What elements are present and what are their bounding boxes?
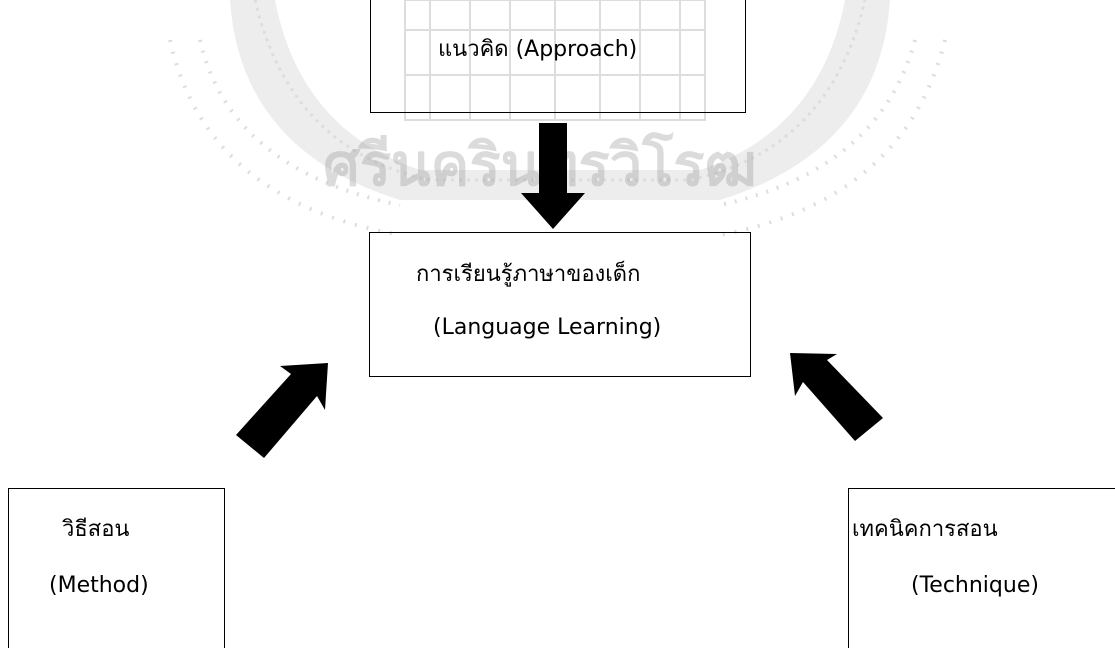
method-label-thai: วิธีสอน (62, 517, 130, 542)
language-learning-box (369, 232, 751, 377)
arrows-layer (236, 123, 883, 458)
down-arrow-icon (521, 123, 585, 229)
method-box (8, 488, 225, 648)
method-label-english: (Method) (49, 573, 149, 598)
technique-box (848, 488, 1115, 648)
approach-box (370, 0, 746, 113)
language-learning-label-english: (Language Learning) (433, 315, 662, 340)
language-learning-label-thai: การเรียนรู้ภาษาของเด็ก (416, 262, 641, 287)
approach-label: แนวคิด (Approach) (438, 37, 638, 62)
technique-label-thai: เทคนิคการสอน (852, 517, 998, 542)
up-left-arrow-icon (790, 353, 883, 441)
technique-label-english: (Technique) (911, 573, 1039, 598)
up-right-arrow-icon (236, 363, 328, 458)
